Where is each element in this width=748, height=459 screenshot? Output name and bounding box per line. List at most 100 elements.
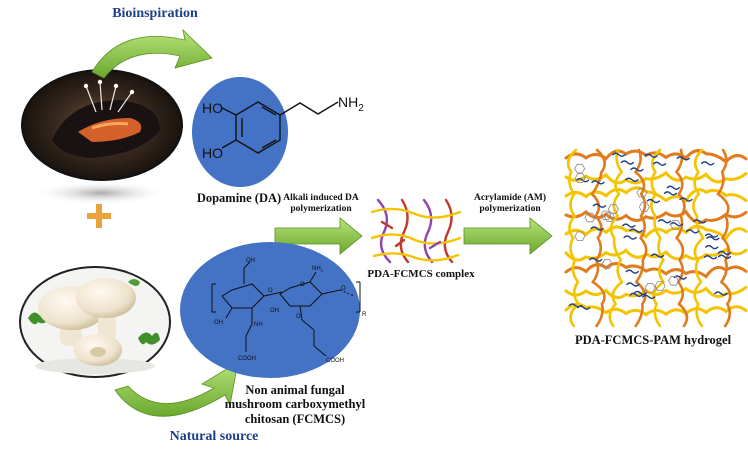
hydrogel-fiber [564,285,748,300]
crosslink-mark [646,198,660,204]
chitosan-nh2: NH2 [312,266,324,273]
step1-label: Alkali induced DA polymerization [266,193,376,215]
crosslink-mark [623,235,637,240]
hydrogel-label: PDA-FCMCS-PAM hydrogel [574,333,732,347]
catechol-ring [604,212,616,222]
catechol-ring [574,173,586,183]
hydrogel-fiber [566,148,581,328]
crosslink-mark [666,185,680,190]
fcmcs-ellipse [180,242,360,378]
catechol-ring [669,220,681,230]
crosslink-mark [630,167,644,172]
crosslink-mark [633,290,648,296]
chitosan-o2: O [300,282,305,288]
crosslink-mark [663,191,678,196]
crosslink-mark [625,177,639,182]
hydrogel-fiber [716,148,732,328]
crosslink-mark [706,236,720,241]
complex-label: PDA-FCMCS complex [367,268,475,280]
crosslink-mark [679,197,693,202]
hydrogel-fiber [564,262,748,279]
hydrogel-fiber [633,148,648,328]
hydrogel-network [564,148,748,328]
catechol-ring [654,281,666,291]
dopamine-structure [221,101,339,154]
plus-icon [87,204,111,228]
chitosan-nh2-main: NH [312,266,321,272]
chitosan-o3: O [341,286,346,292]
catechol-ring [644,283,656,293]
ho-bottom-label: HO [202,145,223,161]
crosslink-mark [589,257,603,262]
mussel-photo-icon [21,69,183,205]
step1-label-line2: polymerization [290,203,352,214]
catechol-ring [584,212,596,223]
crosslink-mark [575,177,590,183]
chitosan-nh: NH [254,322,263,328]
crosslink-mark [591,180,605,185]
dopamine-label: Dopamine (DA) [196,191,282,205]
crosslink-mark [629,292,643,298]
crosslink-mark [669,222,684,227]
chitosan-cooh1: COOH [238,356,256,362]
crosslink-mark [685,229,700,234]
fcmcs-label: Non animal fungal mushroom carboxymethyl… [220,383,370,426]
amine-label-sub: 2 [358,103,364,114]
hydrogel-fiber [590,148,606,328]
chitosan-oh-top: OH [246,258,255,264]
chitosan-o1: O [268,288,273,294]
crosslink-mark [704,233,719,238]
hydrogel-fiber [692,148,706,328]
chitosan-oh-left: OH [214,320,223,326]
amine-label-main: NH [338,94,358,110]
ho-top-label: HO [202,100,223,116]
crosslink-mark [626,282,640,287]
chitosan-cooh2: COOH [326,358,344,364]
crosslink-mark [629,228,643,233]
catechol-ring [607,204,619,214]
hydrogel-fiber [674,148,689,328]
chitosan-o4: O [296,314,301,320]
crosslink-mark [700,161,715,166]
crosslink-mark [625,269,639,274]
crosslink-mark [676,156,690,161]
crosslink-mark [717,254,732,259]
natural-source-label: Natural source [169,429,259,444]
catechol-ring [574,231,586,242]
chitosan-oh-ring: OH [270,308,279,314]
fcmcs-label-line3: chitosan (FCMCS) [244,411,346,426]
crosslink-mark [693,219,707,224]
dopamine-ellipse [192,77,288,187]
crosslink-mark [642,294,656,300]
bioinspiration-label: Bioinspiration [112,6,198,21]
fcmcs-label-line1: Non animal fungal [245,383,345,397]
crosslink-mark [657,219,672,224]
complex-network [370,198,462,264]
bioinspiration-arrow [91,28,213,79]
catechol-ring [636,187,648,198]
chitosan-nh2-sub: 2 [321,268,324,273]
crosslink-mark [568,303,583,308]
step2-label-line1: Acrylamide (AM) [473,193,546,203]
crosslink-mark [590,226,604,231]
crosslink-mark [620,160,635,165]
catechol-ring [600,210,612,221]
crosslink-mark [622,223,636,228]
catechol-ring [601,259,613,269]
step1-label-line1: Alkali induced DA [283,193,359,203]
crosslink-mark [592,203,607,208]
hydrogel-fiber [608,148,624,328]
crosslink-mark [714,291,728,296]
hydrogel-fiber [564,170,748,185]
crosslink-mark [652,161,667,166]
amine-label: NH2 [338,94,364,114]
step2-label: Acrylamide (AM) polymerization [456,193,564,215]
crosslink-mark [717,250,732,256]
fcmcs-label-line2: mushroom carboxymethyl [224,397,366,412]
mushroom-photo-icon [19,266,171,378]
chitosan-r: R [362,312,367,318]
crosslink-mark [705,244,719,250]
hydrogel-fiber [564,247,748,262]
step2-label-line2: polymerization [479,203,541,214]
